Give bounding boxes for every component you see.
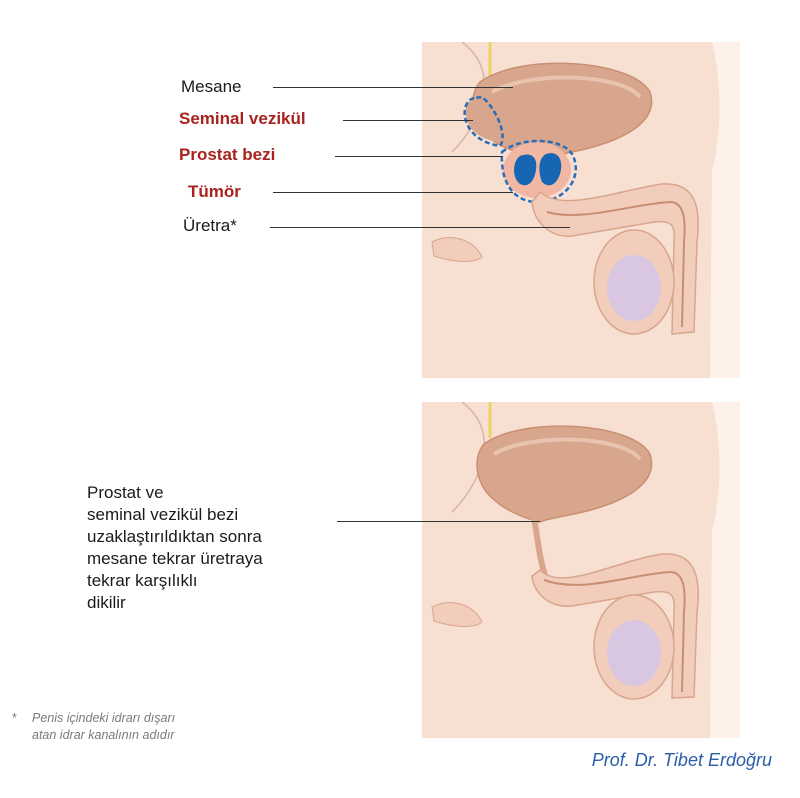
testis-shape [607,620,661,686]
leader-caption [337,521,540,522]
caption-line: dikilir [87,593,126,612]
footnote-line: atan idrar kanalının adıdır [32,728,175,742]
penis-urethra-line [543,570,686,693]
label-prostate: Prostat bezi [179,145,276,164]
penis-urethra-line [546,200,686,328]
caption-line: uzaklaştırıldıktan sonra [87,527,262,546]
caption-line: seminal vezikül bezi [87,505,239,524]
testis-shape [607,255,661,321]
procedure-caption: Prostat ve seminal vezikül bezi uzaklaşt… [87,482,263,614]
bladder-shape [476,425,653,523]
leader-seminal-vesicle [343,120,473,121]
seminal-vesicle-outline [463,95,504,148]
caption-line: mesane tekrar üretraya [87,549,263,568]
label-seminal-vesicle: Seminal vezikül [179,109,306,128]
leader-tumor [273,192,513,193]
pelvic-bone [431,602,483,627]
bladder-inner-wall [491,75,642,99]
penis-shape [531,183,699,335]
bladder-inner-wall [492,437,642,461]
caption-line: tekrar karşılıklı [87,571,198,590]
anatomy-panel-after [422,402,740,738]
pelvic-bone [431,237,483,262]
prostate-outline [500,139,577,204]
leader-prostate [335,156,503,157]
anatomy-panel-before [422,42,740,378]
label-urethra: Üretra* [183,216,237,235]
caption-line: Prostat ve [87,483,164,502]
tumor-left [514,154,537,186]
leader-bladder [273,87,513,88]
author-credit: Prof. Dr. Tibet Erdoğru [591,750,772,770]
tumor-right [539,153,562,186]
leader-urethra [270,227,570,228]
footnote-text: Penis içindeki idrarı dışarı atan idrar … [32,710,175,744]
footnote-marker: * [12,711,17,725]
penis-shape [531,553,699,699]
label-tumor: Tümör [188,182,241,201]
seminal-vesicle-shape [465,100,499,142]
footnote-line: Penis içindeki idrarı dışarı [32,711,176,725]
label-bladder: Mesane [181,77,242,96]
